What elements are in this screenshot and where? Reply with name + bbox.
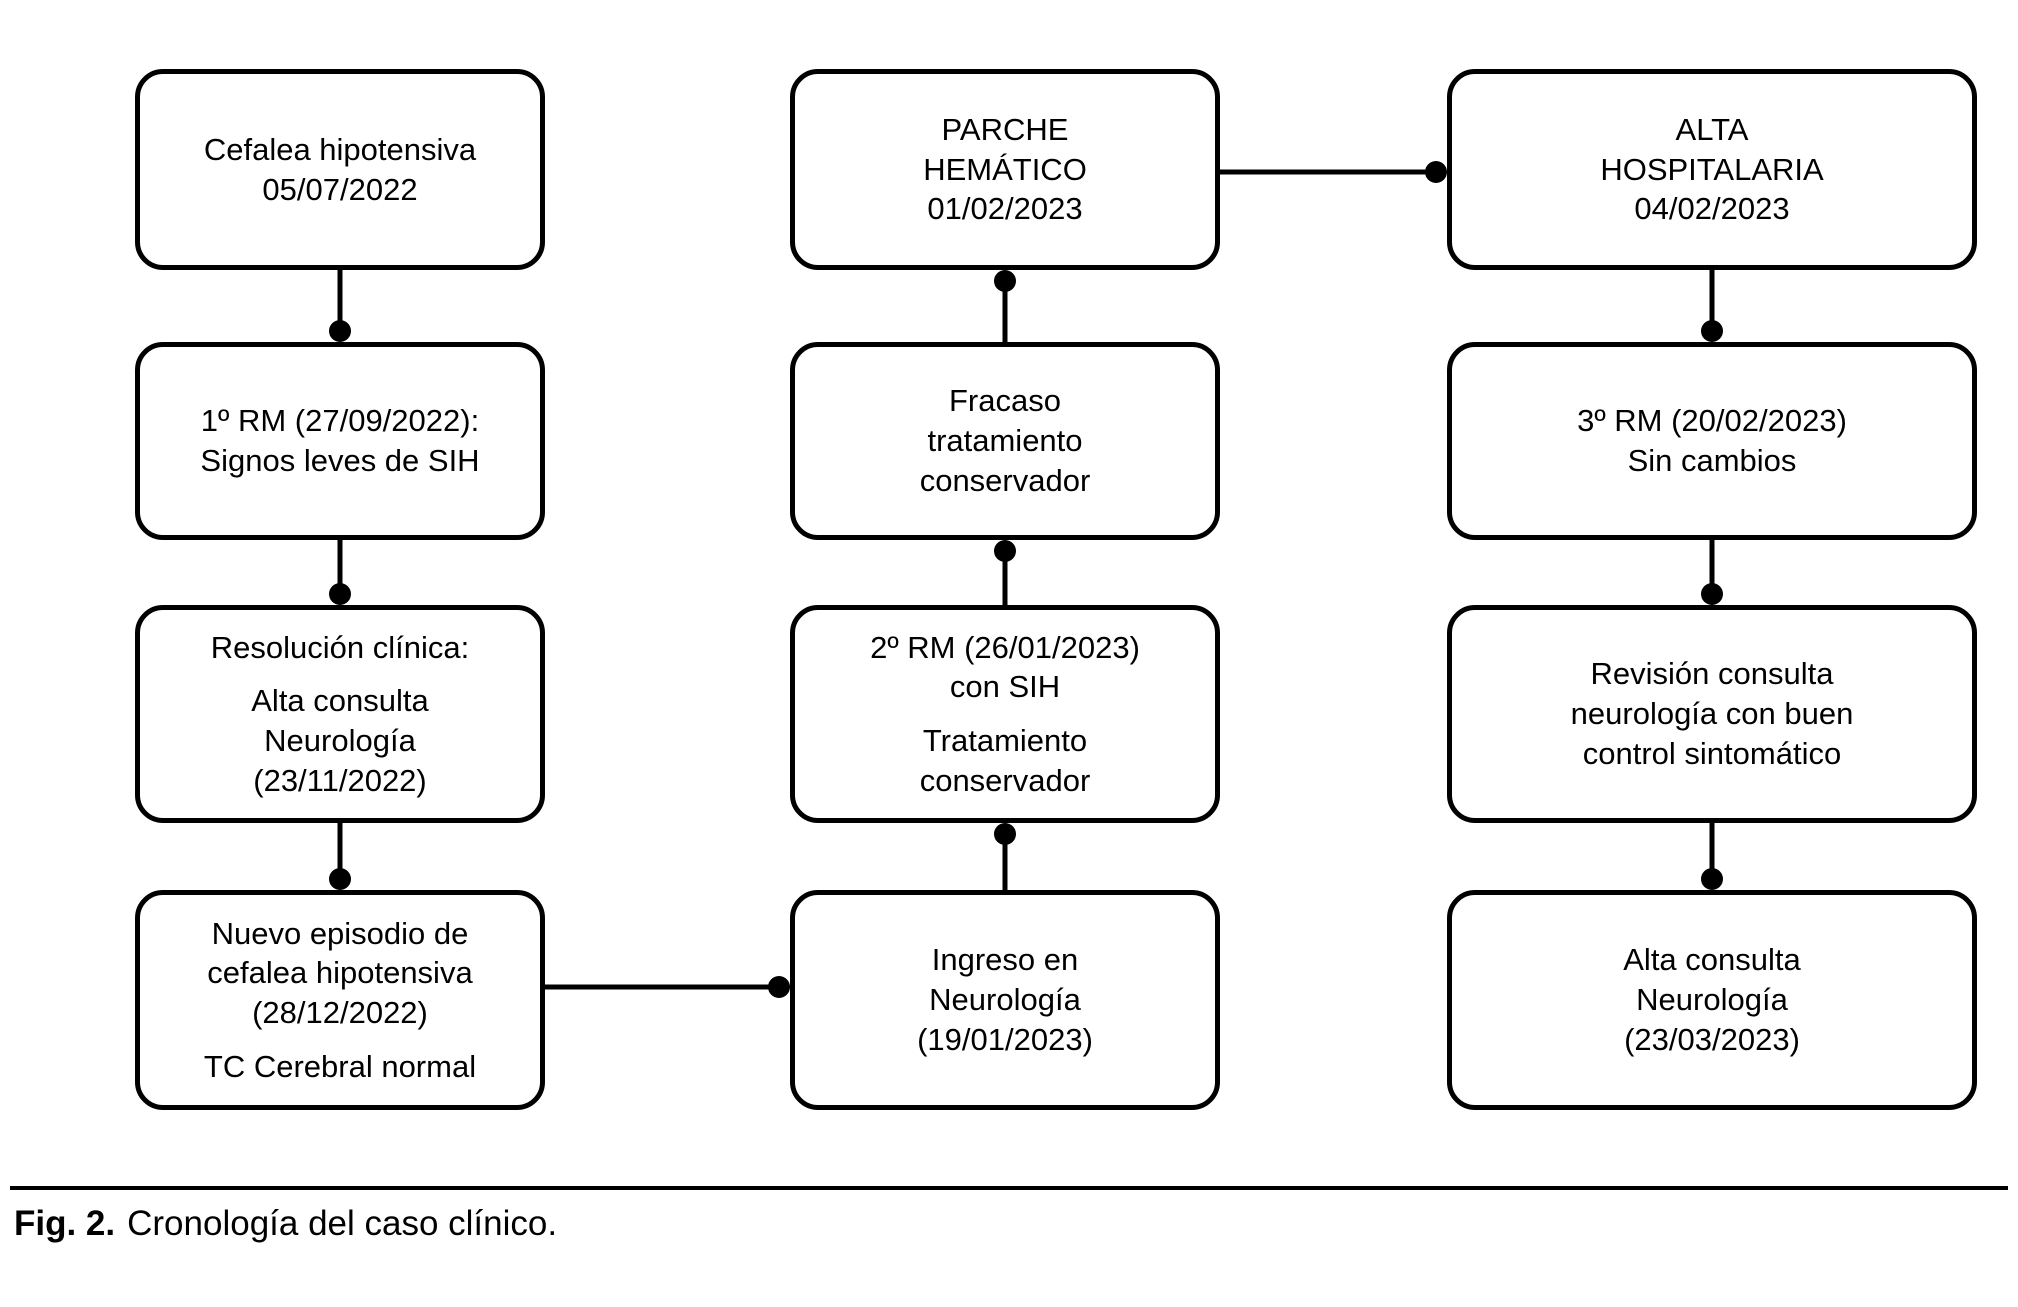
flow-dot — [768, 976, 790, 998]
flow-dot — [329, 320, 351, 342]
node-alta-hospitalaria: ALTA HOSPITALARIA 04/02/2023 — [1447, 69, 1977, 270]
node-text: Tratamiento conservador — [919, 723, 1091, 798]
node-text: PARCHE HEMÁTICO 01/02/2023 — [923, 111, 1087, 227]
node-text: ALTA HOSPITALARIA 04/02/2023 — [1600, 111, 1824, 227]
node-nuevo-episodio: Nuevo episodio de cefalea hipotensiva (2… — [135, 890, 545, 1110]
flow-dot — [994, 270, 1016, 292]
flow-dot — [994, 823, 1016, 845]
node-text: 3º RM (20/02/2023) Sin cambios — [1577, 403, 1847, 478]
figure-caption: Fig. 2. Cronología del caso clínico. — [14, 1204, 557, 1244]
node-text: Resolución clínica: — [210, 629, 470, 665]
figure-caption-text: Cronología del caso clínico. — [127, 1204, 558, 1243]
figure-caption-label: Fig. 2. — [14, 1204, 116, 1243]
node-3-rm: 3º RM (20/02/2023) Sin cambios — [1447, 342, 1977, 540]
node-text: Cefalea hipotensiva 05/07/2022 — [203, 131, 477, 207]
node-text: 2º RM (26/01/2023) con SIH — [870, 629, 1140, 705]
node-text: Fracaso tratamiento conservador — [919, 383, 1091, 498]
node-1-rm: 1º RM (27/09/2022): Signos leves de SIH — [135, 342, 545, 540]
node-text: Alta consulta Neurología (23/11/2022) — [251, 683, 429, 798]
flow-dot — [994, 540, 1016, 562]
node-ingreso-neurologia: Ingreso en Neurología (19/01/2023) — [790, 890, 1220, 1110]
node-parche-hematico: PARCHE HEMÁTICO 01/02/2023 — [790, 69, 1220, 270]
flow-dot — [1425, 161, 1447, 183]
node-cefalea-hipotensiva: Cefalea hipotensiva 05/07/2022 — [135, 69, 545, 270]
node-text: 1º RM (27/09/2022): Signos leves de SIH — [200, 403, 480, 478]
flow-dot — [329, 868, 351, 890]
flow-dot — [1701, 583, 1723, 605]
node-fracaso-tratamiento: Fracaso tratamiento conservador — [790, 342, 1220, 540]
node-text: Revisión consulta neurología con buen co… — [1570, 656, 1854, 771]
flow-dot — [1701, 868, 1723, 890]
node-resolucion-clinica: Resolución clínica: Alta consulta Neurol… — [135, 605, 545, 823]
caption-divider — [10, 1186, 2008, 1190]
flow-dot — [1701, 320, 1723, 342]
flow-dot — [329, 583, 351, 605]
node-text: Ingreso en Neurología (19/01/2023) — [917, 942, 1093, 1057]
node-text: Nuevo episodio de cefalea hipotensiva (2… — [207, 915, 473, 1030]
node-alta-consulta: Alta consulta Neurología (23/03/2023) — [1447, 890, 1977, 1110]
node-text: TC Cerebral normal — [203, 1048, 477, 1084]
node-2-rm: 2º RM (26/01/2023) con SIH Tratamiento c… — [790, 605, 1220, 823]
node-text: Alta consulta Neurología (23/03/2023) — [1623, 942, 1801, 1057]
node-revision-consulta: Revisión consulta neurología con buen co… — [1447, 605, 1977, 823]
